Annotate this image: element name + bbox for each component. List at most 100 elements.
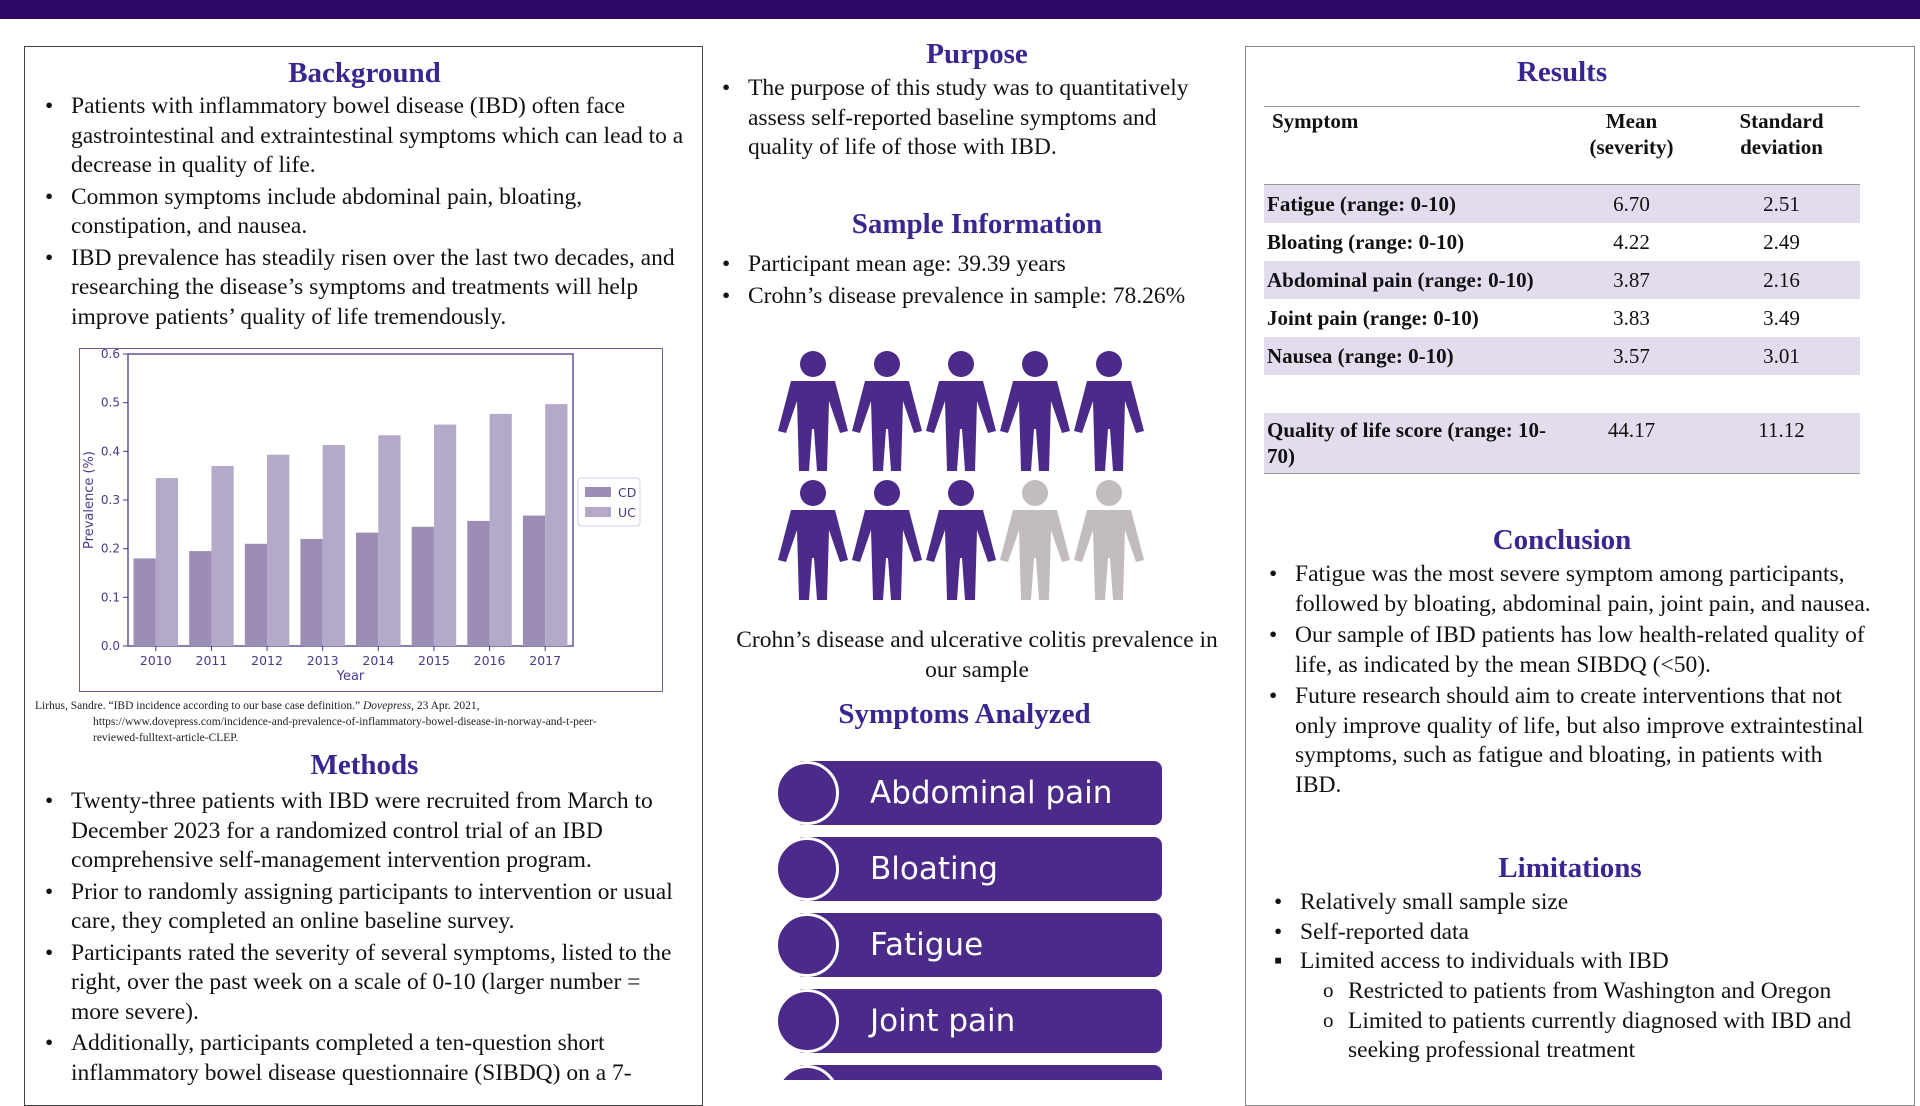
citation-url-end: reviewed-fulltext-article-CLEP.: [93, 732, 239, 744]
methods-bullets: Twenty-three patients with IBD were recr…: [35, 787, 694, 1088]
sample-bullet: Participant mean age: 39.39 years: [712, 250, 1242, 280]
bar-cd: [133, 558, 156, 646]
middle-column: Purpose The purpose of this study was to…: [712, 38, 1242, 165]
x-tick-label: 2012: [251, 653, 283, 668]
bar-cd: [244, 543, 268, 646]
background-bullet: Common symptoms include abdominal pain, …: [35, 183, 694, 242]
citation-date: , 23 Apr. 2021,: [411, 700, 480, 712]
sample-bullet: Crohn’s disease prevalence in sample: 78…: [712, 282, 1242, 312]
table-row: Joint pain (range: 0-10) 3.83 3.49: [1267, 306, 1800, 330]
purpose-bullet: The purpose of this study was to quantit…: [712, 74, 1212, 163]
results-title: Results: [1516, 56, 1608, 88]
pill-circle-icon: [775, 913, 839, 977]
limitations-bullet: Limited access to individuals with IBD: [1264, 947, 1884, 977]
limitations-bullets: Relatively small sample size Self-report…: [1264, 888, 1884, 977]
person-icon-filled: [778, 351, 848, 471]
methods-bullet: Twenty-three patients with IBD were recr…: [35, 787, 694, 876]
limitations-sub-bullets: Restricted to patients from Washington a…: [1301, 976, 1881, 1066]
symptom-pill-joint-pain: Joint pain: [775, 989, 1162, 1053]
background-title: Background: [288, 57, 441, 89]
conclusion-bullet: Future research should aim to create int…: [1259, 682, 1874, 800]
x-tick-label: 2016: [474, 653, 506, 668]
background-bullet: Patients with inflammatory bowel disease…: [35, 92, 694, 181]
bar-cd: [189, 551, 212, 646]
limitations-bullet: Self-reported data: [1264, 918, 1884, 948]
y-tick-label: 0.5: [101, 396, 120, 410]
x-axis-label: Year: [336, 669, 365, 684]
bar-uc: [155, 478, 179, 646]
table-header-rule: [1264, 184, 1860, 185]
table-row-qol: Quality of life score (range: 10- 70) 44…: [1264, 413, 1860, 473]
legend-swatch-cd: [585, 487, 611, 497]
bar-cd: [300, 538, 323, 646]
methods-bullet: Participants rated the severity of sever…: [35, 939, 694, 1028]
person-icon-filled: [852, 480, 922, 600]
symptom-label: Bloating: [870, 851, 998, 887]
person-icon-filled: [778, 480, 848, 600]
bar-uc: [433, 424, 457, 646]
sample-caption: Crohn’s disease and ulcerative colitis p…: [736, 627, 1218, 683]
table-header: Symptom Mean (severity) Standard deviati…: [1264, 108, 1860, 168]
person-icon-empty: [1074, 480, 1144, 600]
left-panel: Background Patients with inflammatory bo…: [24, 46, 703, 1106]
symptom-pill-partial: [775, 1065, 1162, 1080]
y-tick-label: 0.0: [101, 639, 120, 653]
table-row-spacer: [1264, 375, 1860, 413]
x-tick-label: 2013: [307, 653, 339, 668]
conclusion-bullet: Our sample of IBD patients has low healt…: [1259, 621, 1874, 680]
pill-circle-icon: [775, 837, 839, 901]
y-tick-label: 0.2: [101, 542, 120, 556]
symptoms-title: Symptoms Analyzed: [838, 698, 1091, 730]
x-tick-label: 2017: [529, 653, 561, 668]
y-tick-label: 0.1: [101, 590, 120, 604]
symptom-pill-bloating: Bloating: [775, 837, 1162, 901]
bar-cd: [467, 520, 490, 646]
sample-title: Sample Information: [851, 208, 1103, 240]
table-row: Fatigue (range: 0-10) 6.70 2.51: [1264, 185, 1860, 223]
pill-circle-icon: [775, 761, 839, 825]
people-prevalence-figure: [778, 351, 1144, 600]
person-icon-filled: [1074, 351, 1144, 471]
person-icon-filled: [926, 351, 996, 471]
top-banner-bar: [0, 0, 1920, 19]
symptom-pill-abdominal-pain: Abdominal pain: [775, 761, 1162, 825]
y-tick-label: 0.6: [101, 348, 120, 361]
header-symptom: Symptom: [1272, 109, 1359, 133]
pill-circle-icon: [775, 989, 839, 1053]
y-axis-label: Prevalence (%): [82, 451, 97, 549]
symptom-label: Fatigue: [870, 927, 984, 963]
person-icon-filled: [1000, 351, 1070, 471]
table-bottom-rule: [1264, 473, 1860, 474]
bar-uc: [267, 454, 290, 646]
sample-bullets: Participant mean age: 39.39 years Crohn’…: [712, 250, 1242, 313]
bar-cd: [411, 526, 434, 646]
purpose-title: Purpose: [926, 38, 1028, 70]
citation-url: https://www.dovepress.com/incidence-and-…: [93, 716, 597, 728]
person-icon-filled: [852, 351, 922, 471]
y-tick-label: 0.4: [101, 444, 120, 458]
table-row: Abdominal pain (range: 0-10) 3.87 2.16: [1264, 261, 1860, 299]
x-tick-label: 2010: [140, 653, 172, 668]
methods-title: Methods: [310, 749, 419, 781]
purpose-bullets: The purpose of this study was to quantit…: [712, 74, 1212, 163]
header-mean: Mean (severity): [1589, 109, 1674, 159]
citation-author: Lirhus, Sandre. “IBD incidence according…: [35, 700, 363, 712]
x-tick-label: 2011: [196, 653, 228, 668]
bar-uc: [545, 404, 568, 646]
conclusion-bullets: Fatigue was the most severe symptom amon…: [1259, 560, 1874, 802]
chart-citation: Lirhus, Sandre. “IBD incidence according…: [35, 698, 695, 746]
background-bullet: IBD prevalence has steadily risen over t…: [35, 244, 694, 333]
x-tick-label: 2015: [418, 653, 450, 668]
legend-label-uc: UC: [618, 505, 636, 520]
citation-journal: Dovepress: [362, 700, 412, 712]
symptom-label: Abdominal pain: [870, 775, 1113, 811]
conclusion-title: Conclusion: [1492, 524, 1632, 556]
x-tick-label: 2014: [362, 653, 394, 668]
legend-label-cd: CD: [618, 485, 636, 500]
legend-swatch-uc: [585, 507, 611, 517]
bar-cd: [522, 515, 546, 646]
header-sd: Standard deviation: [1739, 109, 1824, 159]
background-bullets: Patients with inflammatory bowel disease…: [35, 92, 694, 332]
limitations-title: Limitations: [1498, 852, 1642, 884]
